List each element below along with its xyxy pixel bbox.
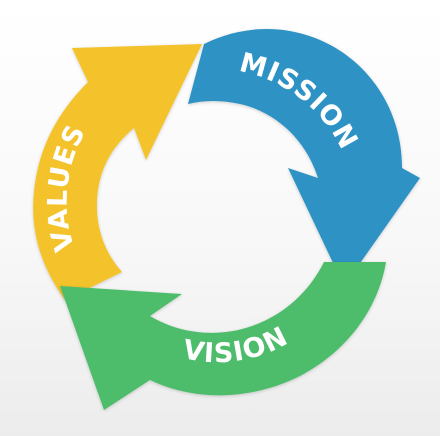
mission-segment — [188, 29, 420, 286]
values-segment — [33, 44, 202, 300]
vision-segment — [60, 262, 386, 410]
